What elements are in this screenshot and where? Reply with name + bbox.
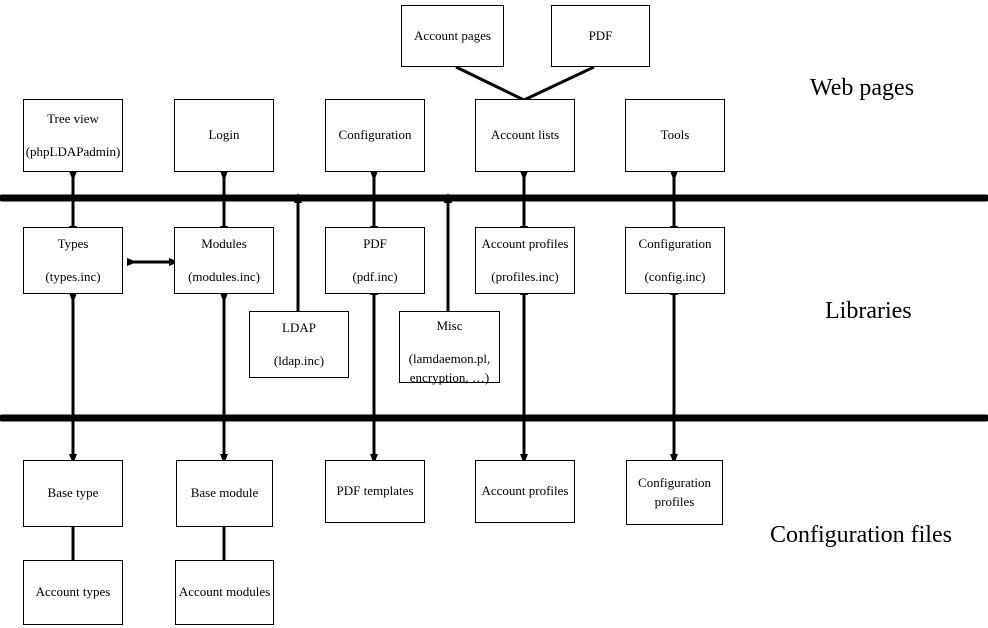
node-account-types[interactable]: Account types (23, 560, 123, 625)
band-label-libraries: Libraries (825, 298, 912, 324)
node-account-profiles-library[interactable]: Account profiles (profiles.inc) (475, 227, 575, 294)
node-label: Base type (47, 485, 99, 501)
node-label: Types (57, 235, 89, 251)
node-types-library[interactable]: Types (types.inc) (23, 227, 123, 294)
node-sublabel: (config.inc) (644, 269, 706, 284)
node-sublabel-2: encryption, …) (409, 369, 490, 385)
configfile-downward-connectors (370, 410, 678, 464)
node-base-module[interactable]: Base module (176, 460, 273, 527)
node-label: Account types (35, 584, 111, 600)
node-label: Tree view (47, 110, 99, 126)
node-tree-view[interactable]: Tree view (phpLDAPadmin) (23, 99, 123, 172)
node-account-profiles-files[interactable]: Account profiles (475, 460, 575, 523)
node-label: Account profiles (481, 483, 569, 499)
node-label: Configuration (638, 475, 711, 491)
node-sublabel: (modules.inc) (188, 269, 260, 284)
library-internal-connectors (370, 285, 678, 410)
node-sublabel: (lamdaemon.pl, (408, 351, 491, 367)
band-label-web-pages: Web pages (810, 75, 915, 101)
node-sublabel: profiles (654, 493, 695, 509)
base-to-account-connectors (71, 527, 226, 560)
node-account-pages[interactable]: Account pages (401, 5, 504, 67)
webpage-library-connectors (69, 171, 678, 236)
node-configuration-page[interactable]: Configuration (325, 99, 425, 172)
node-ldap-library[interactable]: LDAP (ldap.inc) (249, 311, 349, 378)
node-base-type[interactable]: Base type (23, 460, 123, 527)
node-label: PDF (363, 235, 387, 251)
node-label: Account modules (178, 584, 271, 600)
node-pdf-source[interactable]: PDF (551, 5, 650, 67)
node-sublabel: (types.inc) (45, 269, 101, 284)
converging-connectors (455, 65, 595, 102)
node-tools[interactable]: Tools (625, 99, 725, 172)
node-label: Login (208, 127, 240, 143)
node-label: Account profiles (481, 235, 569, 251)
node-pdf-templates[interactable]: PDF templates (325, 460, 425, 523)
node-label: Account pages (414, 27, 491, 43)
node-label: PDF (588, 27, 613, 43)
node-label: Configuration (338, 127, 412, 143)
ldap-misc-upward-connectors (294, 193, 452, 311)
node-label: Tools (660, 127, 690, 143)
node-account-modules[interactable]: Account modules (175, 560, 274, 625)
node-label: Configuration (638, 235, 712, 251)
node-sublabel: (phpLDAPadmin) (25, 144, 121, 159)
node-label: Base module (190, 485, 259, 501)
library-configfile-connectors (69, 293, 228, 464)
node-label: PDF templates (336, 483, 414, 499)
node-modules-library[interactable]: Modules (modules.inc) (174, 227, 274, 294)
node-pdf-library[interactable]: PDF (pdf.inc) (325, 227, 425, 294)
node-label: Account lists (490, 127, 560, 143)
node-sublabel: (ldap.inc) (273, 353, 325, 368)
band-label-configuration-files: Configuration files (770, 522, 952, 548)
node-login[interactable]: Login (174, 99, 274, 172)
node-sublabel: (profiles.inc) (491, 269, 559, 284)
node-label: Misc (436, 318, 463, 333)
node-label: LDAP (282, 319, 316, 335)
node-sublabel: (pdf.inc) (352, 269, 398, 284)
node-configuration-library[interactable]: Configuration (config.inc) (625, 227, 725, 294)
node-label: Modules (201, 235, 247, 251)
node-account-lists[interactable]: Account lists (475, 99, 575, 172)
node-configuration-profiles-files[interactable]: Configuration profiles (626, 460, 723, 525)
node-misc-library[interactable]: Misc (lamdaemon.pl, encryption, …) (399, 311, 500, 385)
